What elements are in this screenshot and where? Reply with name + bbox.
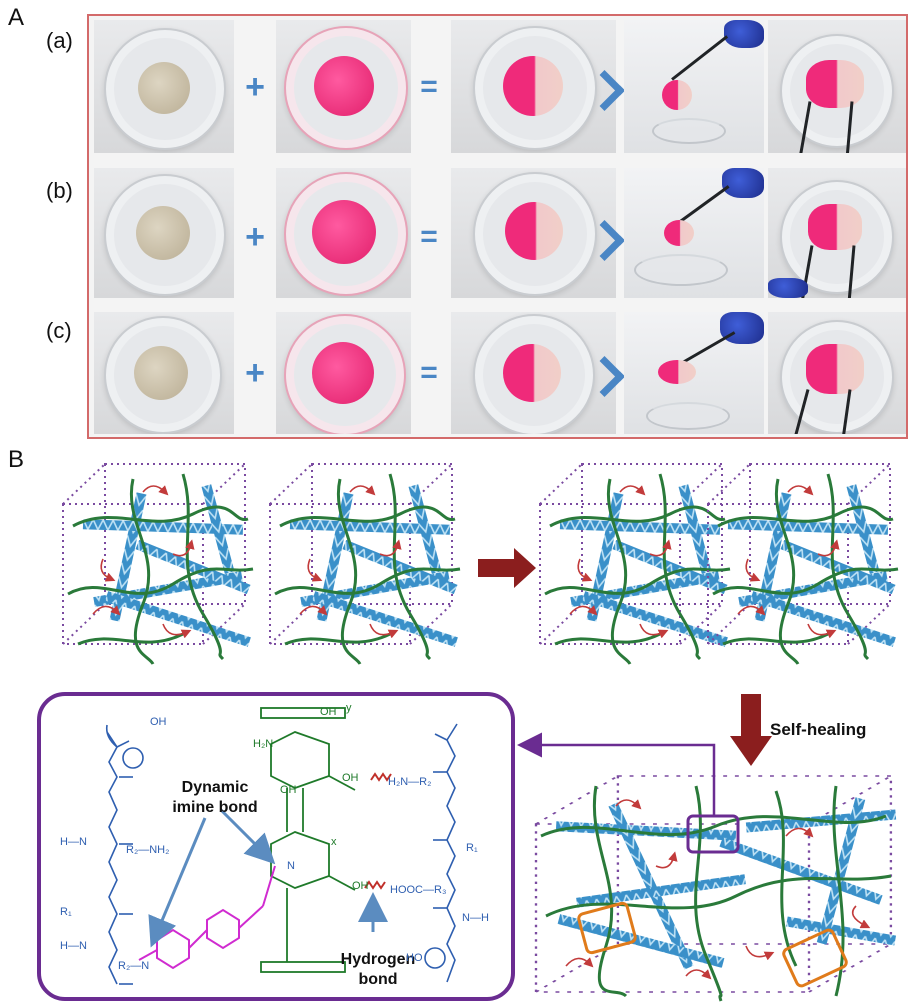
chem-oh-top: OH bbox=[320, 706, 337, 718]
photo-b-lifted-gel bbox=[624, 168, 764, 298]
chem-hn-1: H—N bbox=[60, 836, 87, 848]
chem-n-imine: N bbox=[287, 860, 295, 872]
chem-oh-ring: OH bbox=[342, 772, 359, 784]
chem-ho: HO bbox=[406, 952, 423, 964]
arrow-down-icon bbox=[730, 694, 772, 766]
photo-c-lifted-gel bbox=[624, 312, 764, 434]
hbond-highlight-box bbox=[577, 901, 637, 955]
photo-a-beige-gel bbox=[94, 20, 234, 153]
photo-c-stretched-gel bbox=[768, 312, 906, 434]
chem-oh-hbond: OH bbox=[352, 880, 369, 892]
panel-b-letter: B bbox=[8, 446, 25, 473]
chem-r2n: R₂—N bbox=[118, 960, 150, 972]
hydrogel-joined-top bbox=[540, 464, 730, 664]
photo-b-beige-gel bbox=[94, 168, 234, 298]
healed-network bbox=[540, 785, 897, 1002]
arrow-right-icon bbox=[478, 548, 536, 588]
chem-h2n-label: H₂N bbox=[253, 738, 274, 750]
chem-oh-ring2: OH bbox=[280, 784, 297, 796]
row-label-a: (a) bbox=[46, 28, 73, 53]
chem-hooc: HOOC—R₃ bbox=[390, 884, 447, 896]
photo-a-joined-gel bbox=[451, 20, 616, 153]
chem-r1-left: R₁ bbox=[60, 906, 72, 918]
photo-b-stretched-gel bbox=[768, 168, 906, 298]
chem-nh2-right: H₂N—R₂ bbox=[388, 776, 432, 788]
row-label-c: (c) bbox=[46, 318, 72, 343]
chem-y-label: y bbox=[346, 702, 352, 714]
photo-c-beige-gel bbox=[94, 312, 234, 434]
self-healing-label: Self-healing bbox=[770, 720, 867, 739]
chem-nh2-left: R₂—NH₂ bbox=[126, 844, 170, 856]
panel-a-letter: A bbox=[8, 4, 25, 31]
photo-c-joined-gel bbox=[451, 312, 616, 434]
chem-hn-2: H—N bbox=[60, 940, 87, 952]
chem-x-label: x bbox=[331, 836, 337, 848]
chem-nh-right: N—H bbox=[462, 912, 489, 924]
hydrogel-cube-left bbox=[63, 464, 253, 664]
dynamic-imine-label: Dynamic imine bond bbox=[172, 779, 258, 816]
chem-oh-peptide: OH bbox=[150, 716, 167, 728]
photo-b-pink-gel bbox=[276, 168, 411, 298]
hydrogel-joined-top-2 bbox=[708, 464, 898, 664]
equals-icon: = bbox=[420, 70, 438, 103]
hbond-highlight-box-2 bbox=[782, 928, 848, 988]
equals-icon: = bbox=[420, 356, 438, 389]
row-label-b: (b) bbox=[46, 178, 73, 203]
plus-icon: + bbox=[245, 218, 265, 256]
hydrogel-cube-middle bbox=[270, 464, 460, 664]
photo-a-pink-gel bbox=[276, 20, 411, 153]
chem-r1-right: R₁ bbox=[466, 842, 478, 854]
photo-a-stretched-gel bbox=[768, 20, 906, 153]
chemical-structure bbox=[105, 707, 458, 985]
plus-icon: + bbox=[245, 68, 265, 106]
plus-icon: + bbox=[245, 354, 265, 392]
equals-icon: = bbox=[420, 220, 438, 253]
photo-a-lifted-gel bbox=[624, 20, 764, 153]
hydrogen-bond-label: Hydrogen bond bbox=[340, 951, 416, 988]
photo-b-joined-gel bbox=[451, 168, 616, 298]
zoom-connector-arrow bbox=[517, 732, 716, 816]
photo-c-pink-gel bbox=[276, 312, 411, 434]
